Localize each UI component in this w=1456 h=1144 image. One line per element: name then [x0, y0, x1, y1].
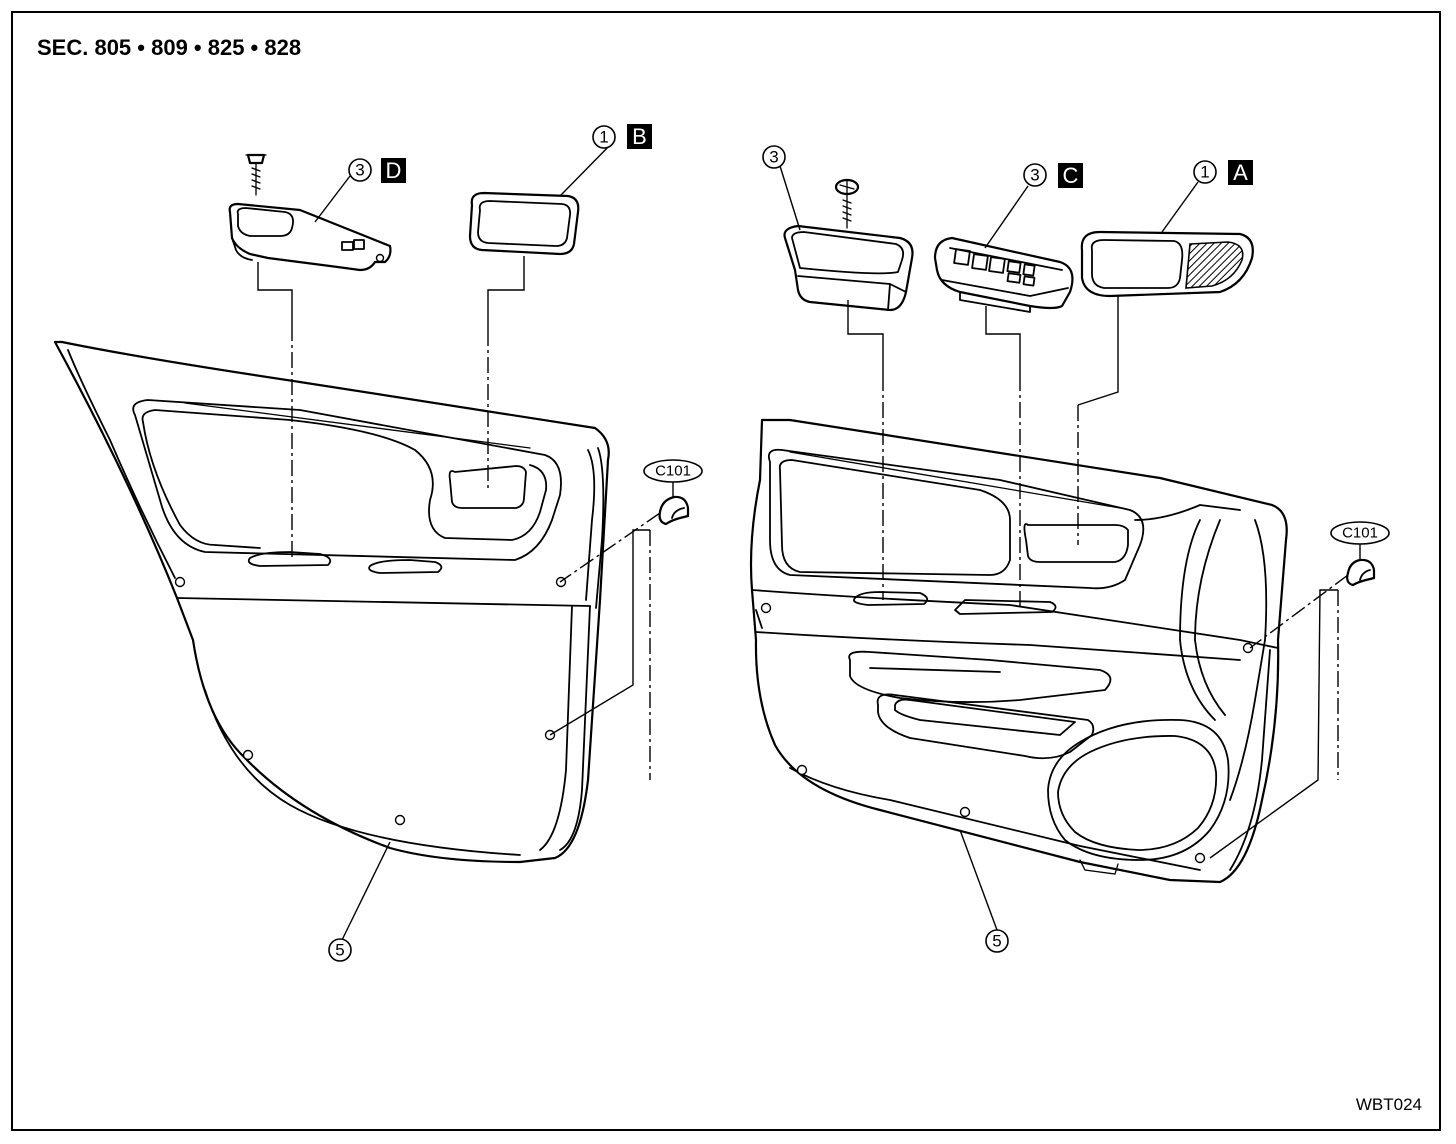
front-screw [834, 178, 860, 229]
callout-1-rear-handle: 1 [592, 125, 616, 149]
front-pull-cup [783, 224, 914, 312]
figure-code: WBT024 [1356, 1095, 1422, 1114]
svg-text:B: B [632, 124, 647, 149]
rear-screw [245, 153, 267, 196]
rear-door-trim-panel [53, 340, 610, 864]
svg-text:5: 5 [335, 941, 344, 960]
front-handle-escutcheon [1080, 230, 1254, 298]
svg-text:C: C [1063, 163, 1079, 188]
front-door-trim-assembly: 3 3 C 1 A C101 5 [749, 145, 1390, 953]
rear-window-switch-finisher [228, 202, 392, 272]
callout-5-front-trim: 5 [985, 929, 1009, 953]
rear-clip-c101 [658, 495, 690, 526]
svg-text:A: A [1233, 160, 1248, 185]
svg-text:3: 3 [355, 161, 364, 180]
front-door-trim-panel [749, 418, 1288, 884]
ref-box-d: D [381, 158, 406, 183]
clip-label-c101-front: C101 [1330, 521, 1390, 545]
clip-label-c101-rear: C101 [643, 459, 703, 483]
callout-3-front-switch: 3 [1023, 163, 1047, 187]
svg-text:5: 5 [992, 932, 1001, 951]
rear-handle-escutcheon [468, 191, 580, 256]
front-clip-c101 [1346, 558, 1376, 587]
svg-text:3: 3 [1030, 166, 1039, 185]
front-power-window-switch [933, 236, 1074, 313]
ref-box-c: C [1058, 163, 1083, 188]
rear-door-trim-assembly: 3 D 1 B C101 5 [53, 124, 703, 962]
ref-box-b: B [627, 124, 652, 149]
svg-text:1: 1 [1200, 163, 1209, 182]
callout-3-rear-switch: 3 [348, 158, 372, 182]
callout-1-front-handle: 1 [1193, 160, 1217, 184]
svg-text:D: D [386, 158, 402, 183]
callout-5-rear-trim: 5 [328, 938, 352, 962]
svg-text:C101: C101 [655, 463, 691, 480]
svg-text:C101: C101 [1342, 525, 1378, 542]
svg-text:3: 3 [769, 148, 778, 167]
callout-3-front-pull-cup: 3 [762, 145, 786, 169]
ref-box-a: A [1228, 160, 1253, 185]
svg-text:1: 1 [599, 128, 608, 147]
section-reference: SEC. 805 • 809 • 825 • 828 [37, 35, 301, 60]
diagram-frame [11, 11, 1441, 1131]
